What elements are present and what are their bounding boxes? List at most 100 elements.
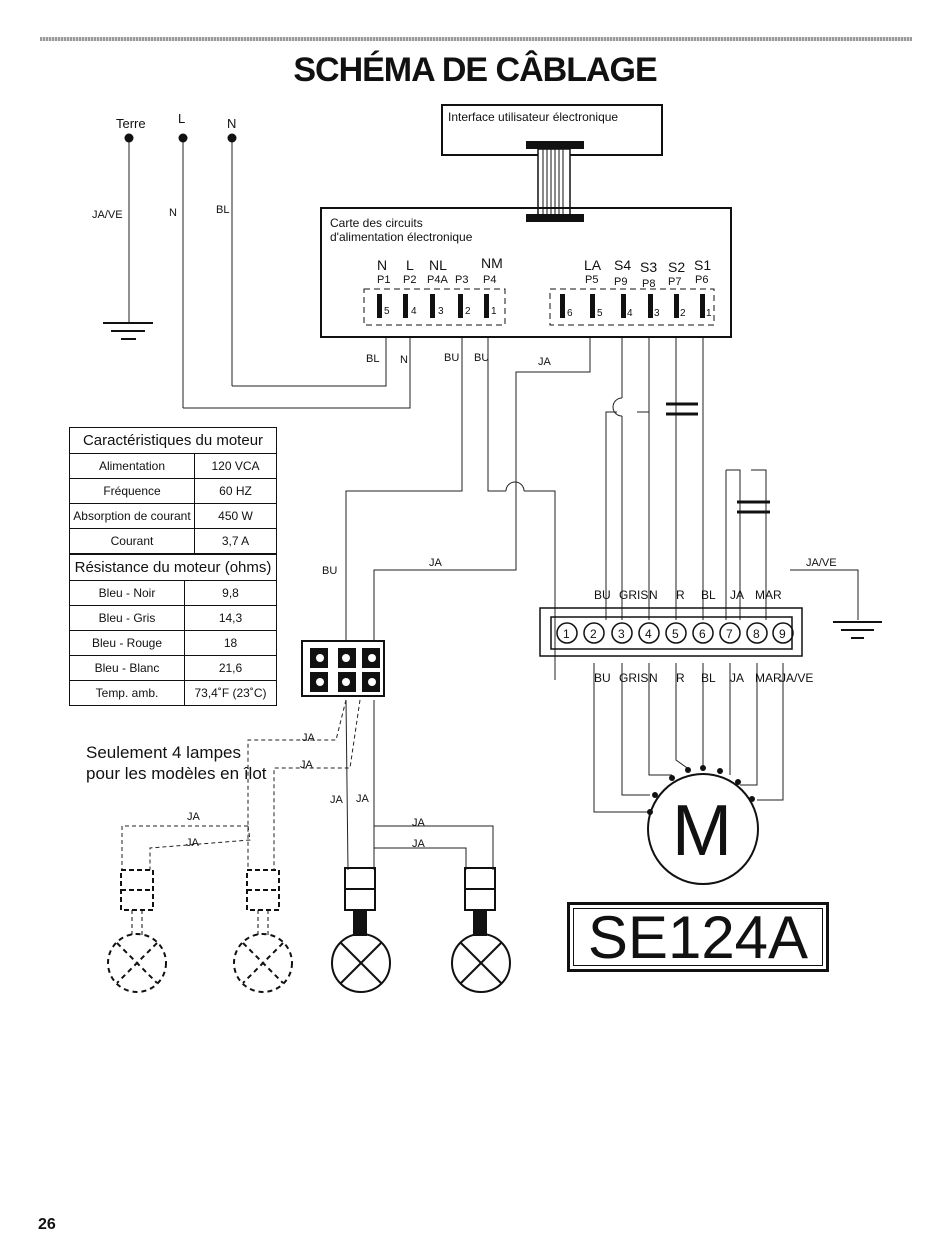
lamp-wire-ja: JA	[186, 837, 200, 849]
page-title: SCHÉMA DE CÂBLAGE	[293, 51, 657, 89]
table-row: Absorption de courant 450 W	[70, 504, 276, 529]
right-pin-number: 4	[627, 308, 633, 319]
resistance-value: 9,8	[222, 586, 239, 600]
lamp-connector-icon	[301, 640, 385, 697]
board-right-label: S3	[640, 259, 657, 275]
board-right-label: LA	[584, 257, 602, 273]
board-left-label: L	[406, 257, 414, 273]
motor-letter: M	[672, 791, 732, 871]
lamp-icon	[233, 869, 293, 993]
lamp-wire-ja: JA	[412, 817, 426, 829]
board-left-label: N	[377, 257, 387, 273]
resistance-value: 18	[223, 636, 238, 650]
lamp-wire-ja: JA	[187, 811, 201, 823]
model-number-box: SE124A	[567, 902, 829, 972]
resistance-value: 14,3	[218, 611, 243, 625]
terminal-block	[539, 607, 803, 657]
model-number: SE124A	[587, 904, 809, 971]
resistance-value: 21,6	[218, 661, 243, 675]
table-row: Fréquence 60 HZ	[70, 479, 276, 504]
page-number: 26	[38, 1216, 56, 1233]
terminal-number: 2	[590, 627, 597, 641]
board-right-label: S4	[614, 257, 631, 273]
left-connector	[363, 288, 506, 326]
ribbon-cable	[526, 141, 584, 222]
ui-interface-label: Interface utilisateur électronique	[448, 110, 618, 124]
right-pin-number: 3	[654, 308, 660, 319]
right-pin-number: 6	[567, 308, 573, 319]
power-board-box	[320, 207, 732, 338]
capacitor-icon	[666, 402, 698, 416]
spec-label: Absorption de courant	[70, 504, 195, 528]
resistance-value: 73,4˚F (23˚C)	[194, 686, 267, 700]
left-pin-number: 2	[465, 306, 471, 317]
resistance-header: Résistance du moteur (ohms)	[70, 554, 276, 581]
resistance-label: Bleu - Rouge	[70, 631, 185, 655]
bu-wire-label: BU	[322, 565, 337, 577]
spec-value: 120 VCA	[211, 459, 260, 473]
ground-wire-label: JA/VE	[806, 557, 837, 569]
left-pin-number: 1	[491, 306, 497, 317]
supply-wire-l: N	[169, 207, 177, 219]
board-wire-label: N	[400, 354, 408, 366]
board-left-label: NL	[429, 257, 447, 273]
board-left-pin: P4	[483, 274, 496, 286]
board-wire-label: BU	[444, 352, 459, 364]
right-connector	[549, 288, 715, 326]
terminal-bottom-label: BL	[701, 671, 716, 685]
board-wire-label: BU	[474, 352, 489, 364]
left-pin-number: 3	[438, 306, 444, 317]
ground-symbol-icon	[103, 322, 153, 340]
right-pin-number: 1	[706, 308, 712, 319]
spec-label: Alimentation	[70, 454, 195, 478]
terminal-bottom-label: JA	[730, 671, 744, 685]
terminal-bottom-label: GRIS	[619, 671, 648, 685]
terminal-bottom-label: R	[676, 671, 685, 685]
left-pin-number: 5	[384, 306, 390, 317]
spec-value: 3,7 A	[221, 534, 250, 548]
motor-table-header: Caractéristiques du moteur	[70, 428, 276, 454]
board-right-pin: P8	[642, 278, 655, 290]
terminal-number: 4	[645, 627, 652, 641]
board-right-pin: P9	[614, 276, 627, 288]
spec-label: Courant	[70, 529, 195, 553]
board-left-label: NM	[481, 255, 503, 271]
lamp-wire-ja: JA	[412, 838, 426, 850]
table-row: Alimentation 120 VCA	[70, 454, 276, 479]
spec-value: 450 W	[218, 509, 253, 523]
left-pin-number: 4	[411, 306, 417, 317]
ground-symbol-icon	[833, 621, 882, 639]
lamp-wire-ja: JA	[356, 793, 370, 805]
terminal-bottom-label: MAR	[755, 671, 782, 685]
board-right-pin: P7	[668, 276, 681, 288]
lamp-wire-ja: JA	[302, 732, 316, 744]
terminal-number: 5	[672, 627, 679, 641]
table-row: Bleu - Gris 14,3	[70, 606, 276, 631]
resistance-label: Bleu - Blanc	[70, 656, 185, 680]
spec-value: 60 HZ	[219, 484, 252, 498]
terminal-number: 7	[726, 627, 733, 641]
terminal-top-label: BL	[701, 588, 716, 602]
capacitor-icon	[737, 500, 770, 514]
lamp-icon	[451, 867, 511, 993]
terminal-top-label: N	[649, 588, 658, 602]
terminal-bottom-label: BU	[594, 671, 611, 685]
board-left-pin: P1	[377, 274, 390, 286]
resistance-label: Temp. amb.	[70, 681, 185, 705]
lamp-icon	[107, 869, 167, 993]
board-left-pin: P3	[455, 274, 468, 286]
table-row: Temp. amb. 73,4˚F (23˚C)	[70, 681, 276, 705]
island-note-line1: Seulement 4 lampes	[86, 743, 241, 762]
ground-terminal-dot	[124, 133, 134, 143]
supply-wire-ground: JA/VE	[92, 209, 123, 221]
terminal-bottom-label: JA/VE	[780, 671, 813, 685]
lamp-wire-ja: JA	[330, 794, 344, 806]
terminal-number: 8	[753, 627, 760, 641]
board-wire-label: JA	[538, 356, 552, 368]
ja-wire-label: JA	[429, 557, 443, 569]
supply-label-n: N	[227, 116, 236, 131]
lamp-icon	[331, 867, 391, 993]
terminal-number: 6	[699, 627, 706, 641]
supply-label-l: L	[178, 111, 185, 126]
